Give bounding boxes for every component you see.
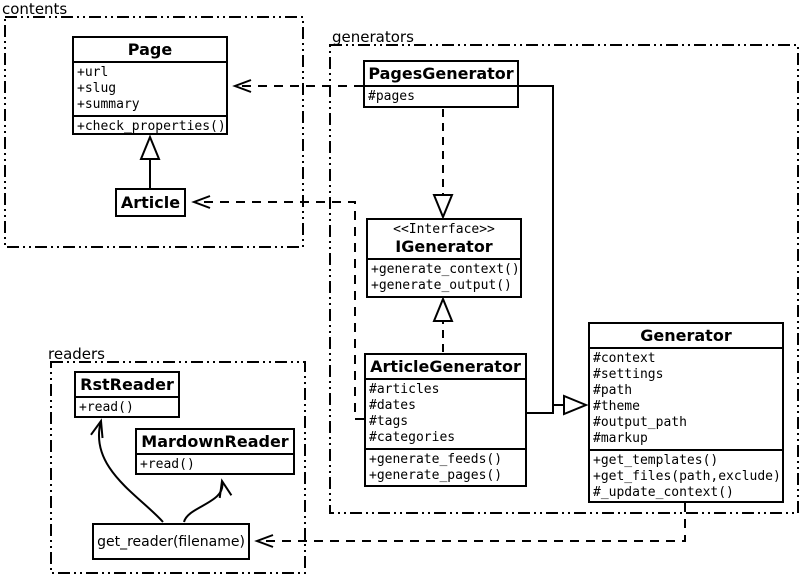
attribute: +slug — [77, 81, 117, 96]
class-mardownreader: MardownReader +read() — [135, 428, 295, 475]
method: +read() — [79, 400, 134, 415]
class-page-title: Page — [127, 40, 173, 59]
package-label-generators: generators — [332, 28, 414, 46]
class-pagesgenerator-attributes: #pages — [365, 85, 517, 107]
class-articlegenerator-title: ArticleGenerator — [370, 357, 521, 376]
attribute: #dates — [369, 398, 416, 413]
class-generator-methods: +get_templates() +get_files(path,exclude… — [590, 449, 782, 503]
class-articlegenerator: ArticleGenerator #articles #dates #tags … — [364, 353, 527, 487]
interface-igenerator-methods: +generate_context() +generate_output() — [368, 258, 520, 296]
class-articlegenerator-methods: +generate_feeds() +generate_pages() — [366, 448, 525, 486]
interface-stereotype: <<Interface>> — [393, 222, 495, 237]
class-article: Article — [115, 188, 186, 217]
attribute: #categories — [369, 430, 456, 445]
method: +generate_output() — [371, 278, 512, 293]
method: +check_properties() — [77, 119, 226, 134]
package-border-contents — [4, 16, 304, 248]
method: #_update_context() — [593, 485, 734, 500]
package-label-contents: contents — [2, 0, 68, 18]
method: +get_files(path,exclude) — [593, 469, 781, 484]
interface-igenerator-title: IGenerator — [395, 237, 493, 256]
class-articlegenerator-attributes: #articles #dates #tags #categories — [366, 378, 525, 448]
class-page-attributes: +url +slug +summary — [74, 61, 226, 115]
inheritance-pagesgenerator-to-generator — [518, 85, 589, 416]
package-border-generators — [329, 44, 799, 514]
call-getreader-to-rstreader — [90, 418, 164, 523]
class-rstreader-title: RstReader — [80, 375, 174, 394]
interface-igenerator: <<Interface>> IGenerator +generate_conte… — [366, 218, 522, 298]
class-mardownreader-methods: +read() — [137, 453, 293, 475]
attribute: +url — [77, 65, 109, 80]
function-getreader-label: get_reader(filename) — [97, 533, 245, 550]
package-label-readers: readers — [48, 345, 105, 363]
class-generator: Generator #context #settings #path #them… — [588, 322, 784, 503]
attribute: +summary — [77, 97, 140, 112]
class-generator-attributes: #context #settings #path #theme #output_… — [590, 347, 782, 449]
class-mardownreader-title: MardownReader — [141, 432, 289, 451]
attribute: #markup — [593, 431, 648, 446]
attribute: #output_path — [593, 415, 687, 430]
class-rstreader: RstReader +read() — [74, 371, 180, 418]
attribute: #tags — [369, 414, 409, 429]
class-generator-title: Generator — [640, 326, 732, 345]
attribute: #theme — [593, 399, 640, 414]
method: +generate_feeds() — [369, 452, 503, 467]
class-pagesgenerator: PagesGenerator #pages — [363, 60, 519, 108]
class-pagesgenerator-title: PagesGenerator — [368, 64, 514, 83]
attribute: #path — [593, 383, 633, 398]
dependency-generator-to-getreader — [254, 503, 686, 548]
class-page: Page +url +slug +summary +check_properti… — [72, 36, 228, 135]
method: +generate_context() — [371, 262, 520, 277]
function-getreader: get_reader(filename) — [92, 523, 250, 560]
class-page-methods: +check_properties() — [74, 115, 226, 137]
attribute: #settings — [593, 367, 664, 382]
method: +read() — [140, 457, 195, 472]
attribute: #context — [593, 351, 656, 366]
attribute: #articles — [369, 382, 440, 397]
inheritance-articlegenerator-to-generator — [527, 405, 554, 414]
call-getreader-to-mardownreader — [183, 478, 233, 523]
class-rstreader-methods: +read() — [76, 396, 178, 418]
method: +get_templates() — [593, 453, 719, 468]
dependency-articlegenerator-to-article — [191, 195, 364, 420]
attribute: #pages — [368, 89, 415, 104]
method: +generate_pages() — [369, 468, 503, 483]
package-border-readers — [50, 361, 306, 574]
class-article-title: Article — [120, 193, 181, 212]
